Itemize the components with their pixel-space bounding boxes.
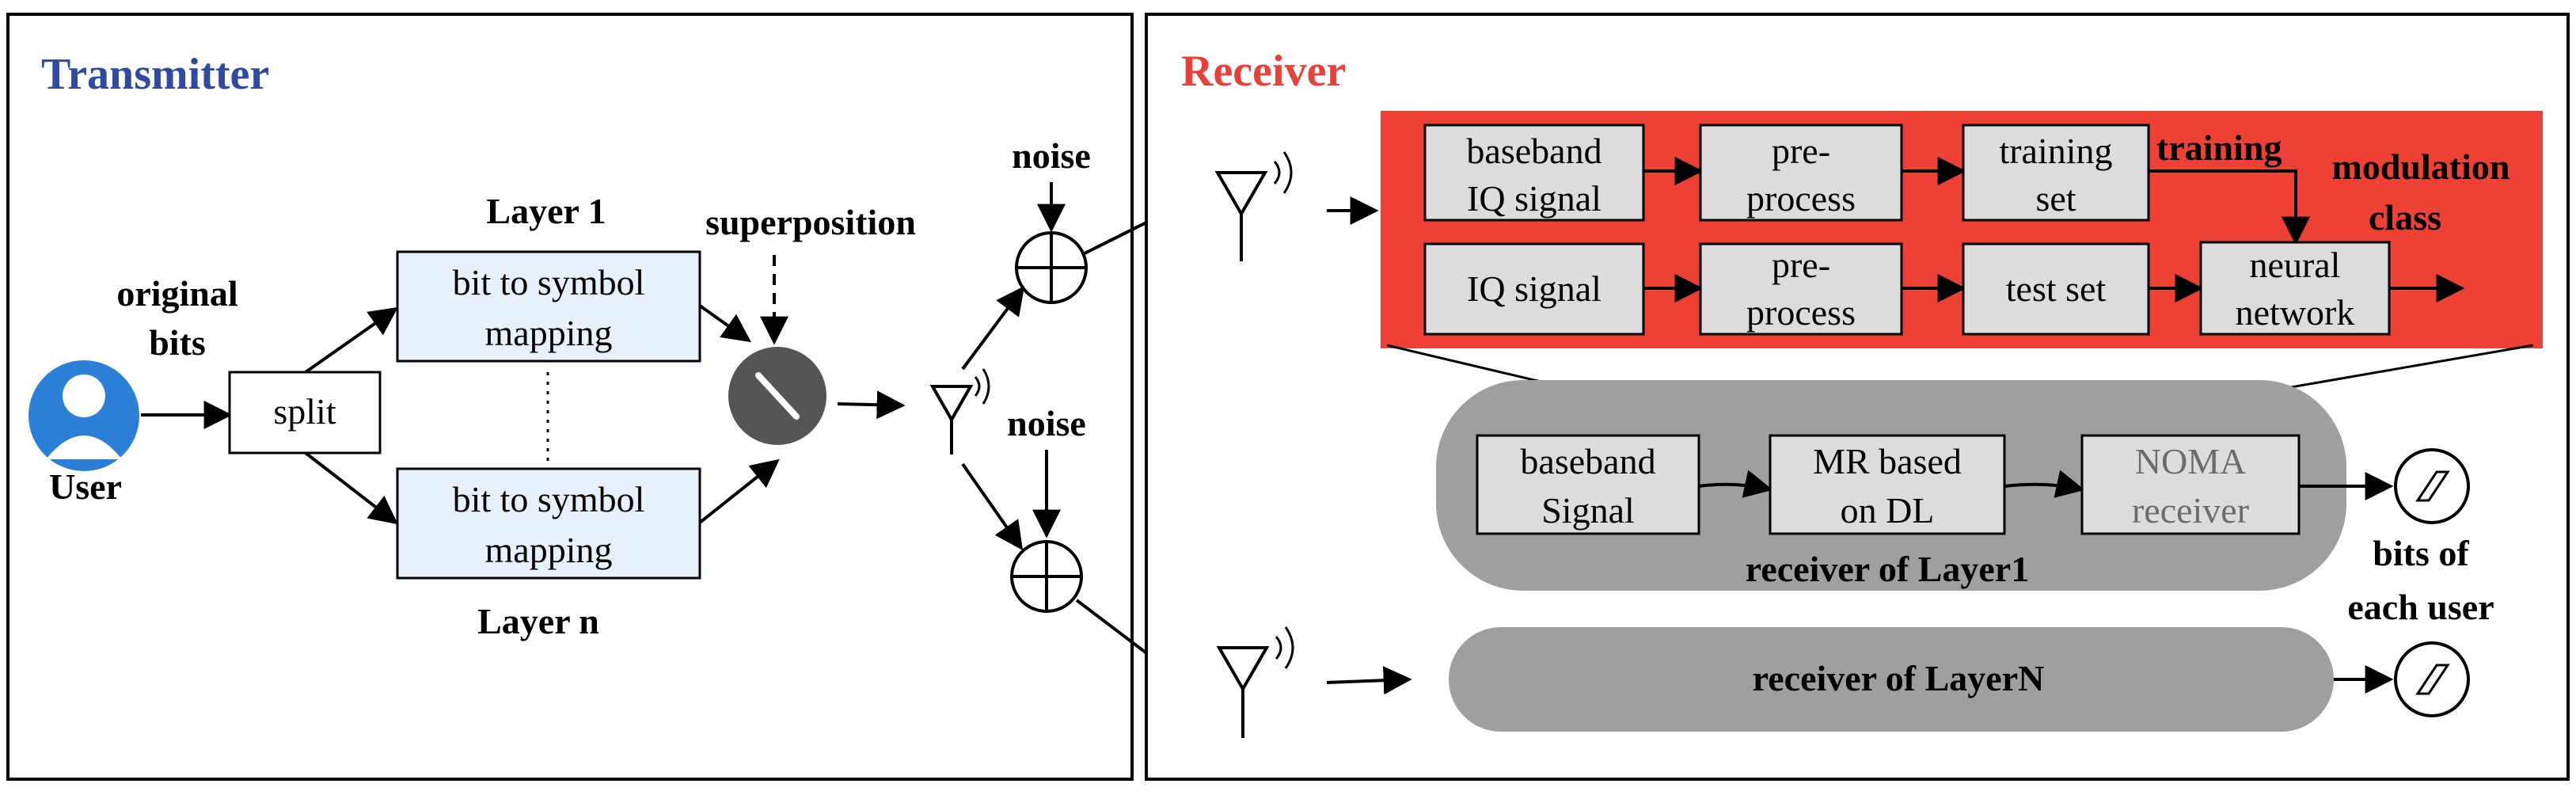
arrow-antenna-bottom-to-layerN (1326, 666, 1412, 695)
receiver-title: Receiver (1181, 47, 1346, 96)
arrow-antenna-to-adder-bottom (961, 462, 1024, 550)
mr-dl-line2: on DL (1841, 490, 1935, 531)
transmitter-title: Transmitter (41, 50, 269, 99)
arrow-mr-to-noma (2004, 470, 2085, 498)
training-set-box (1962, 124, 2150, 222)
arrow-node-to-antenna (837, 390, 906, 420)
modulation-class-line2: class (2369, 197, 2441, 238)
arrow-layern-to-node (698, 458, 780, 524)
preprocess-bottom-line1: pre- (1772, 245, 1830, 285)
baseband-iq-line2: IQ signal (1467, 178, 1601, 219)
receive-antenna-top-icon (1214, 151, 1293, 261)
mr-dl-line1: MR based (1813, 441, 1962, 481)
baseband-iq-line1: baseband (1466, 131, 1601, 171)
training-set-line1: training (1999, 131, 2112, 171)
split-box (228, 371, 382, 455)
preprocess-top-line2: process (1746, 178, 1856, 219)
mapping-box-layern (396, 467, 701, 580)
modulation-class-line1: modulation (2332, 146, 2510, 187)
compass-icon-layerN (2394, 641, 2470, 717)
split-label: split (273, 391, 336, 432)
baseband-signal-box (1476, 434, 1700, 535)
receive-antenna-bottom-icon (1216, 626, 1294, 738)
preprocess-top-line1: pre- (1772, 131, 1830, 171)
mapping-box-layer1-line2: mapping (485, 313, 613, 353)
layern-label: Layer n (477, 601, 599, 641)
noise-label-bottom: noise (1007, 403, 1086, 443)
baseband-signal-line2: Signal (1541, 490, 1635, 531)
arrow-antenna-to-adder-top (961, 286, 1025, 371)
mapping-box-layer1 (396, 250, 701, 363)
arrow-split-to-layern (304, 451, 398, 525)
transmitter-panel: Transmitter User original bits split Lay… (6, 13, 1134, 781)
superposition-node-icon (728, 347, 826, 445)
bits-each-user-line2: each user (2347, 587, 2494, 627)
receiver-layerN-pill (1449, 627, 2334, 732)
adder-top-icon (1015, 231, 1088, 304)
neural-network-box (2199, 241, 2391, 336)
training-label: training (2156, 127, 2282, 168)
arrow-training-to-nn (2149, 169, 2310, 245)
neural-network-line2: network (2236, 292, 2355, 333)
mapping-box-layern-line2: mapping (485, 530, 613, 570)
iq-signal-box (1423, 242, 1645, 336)
mr-dl-box (1769, 434, 2006, 535)
arrow-layer1-to-node (698, 304, 751, 343)
baseband-signal-line1: baseband (1520, 441, 1655, 481)
arrow-baseband-to-mr (1698, 470, 1773, 498)
layer1-label: Layer 1 (486, 191, 606, 231)
user-label: User (49, 466, 122, 507)
receiver-layer1-label: receiver of Layer1 (1746, 549, 2029, 589)
noise-label-top: noise (1012, 135, 1091, 176)
baseband-iq-box (1423, 124, 1645, 222)
test-set-box (1962, 242, 2150, 336)
receiver-layerN-label: receiver of LayerN (1753, 658, 2045, 698)
iq-signal-label: IQ signal (1467, 268, 1601, 309)
noma-receiver-line1: NOMA (2135, 441, 2247, 481)
test-set-label: test set (2006, 268, 2107, 309)
arrow-split-to-layer1 (304, 306, 398, 374)
superposition-label: superposition (705, 202, 916, 242)
preprocess-bottom-box (1699, 242, 1903, 336)
adder-bottom-icon (1010, 540, 1083, 613)
mapping-box-layern-line1: bit to symbol (453, 479, 645, 519)
user-icon (28, 360, 139, 471)
neural-network-line1: neural (2250, 245, 2341, 285)
original-bits-label-line2: bits (149, 322, 206, 363)
noma-receiver-line2: receiver (2132, 490, 2249, 531)
receiver-panel: Receiver baseband IQ signal pre- process… (1145, 13, 2570, 781)
preprocess-bottom-line2: process (1746, 292, 1856, 333)
original-bits-label-line1: original (116, 273, 237, 314)
compass-icon-layer1 (2394, 448, 2470, 524)
mapping-box-layer1-line1: bit to symbol (453, 262, 645, 302)
training-set-line2: set (2035, 178, 2076, 219)
bits-each-user-line1: bits of (2373, 533, 2469, 573)
transmit-antenna-icon (929, 368, 990, 455)
